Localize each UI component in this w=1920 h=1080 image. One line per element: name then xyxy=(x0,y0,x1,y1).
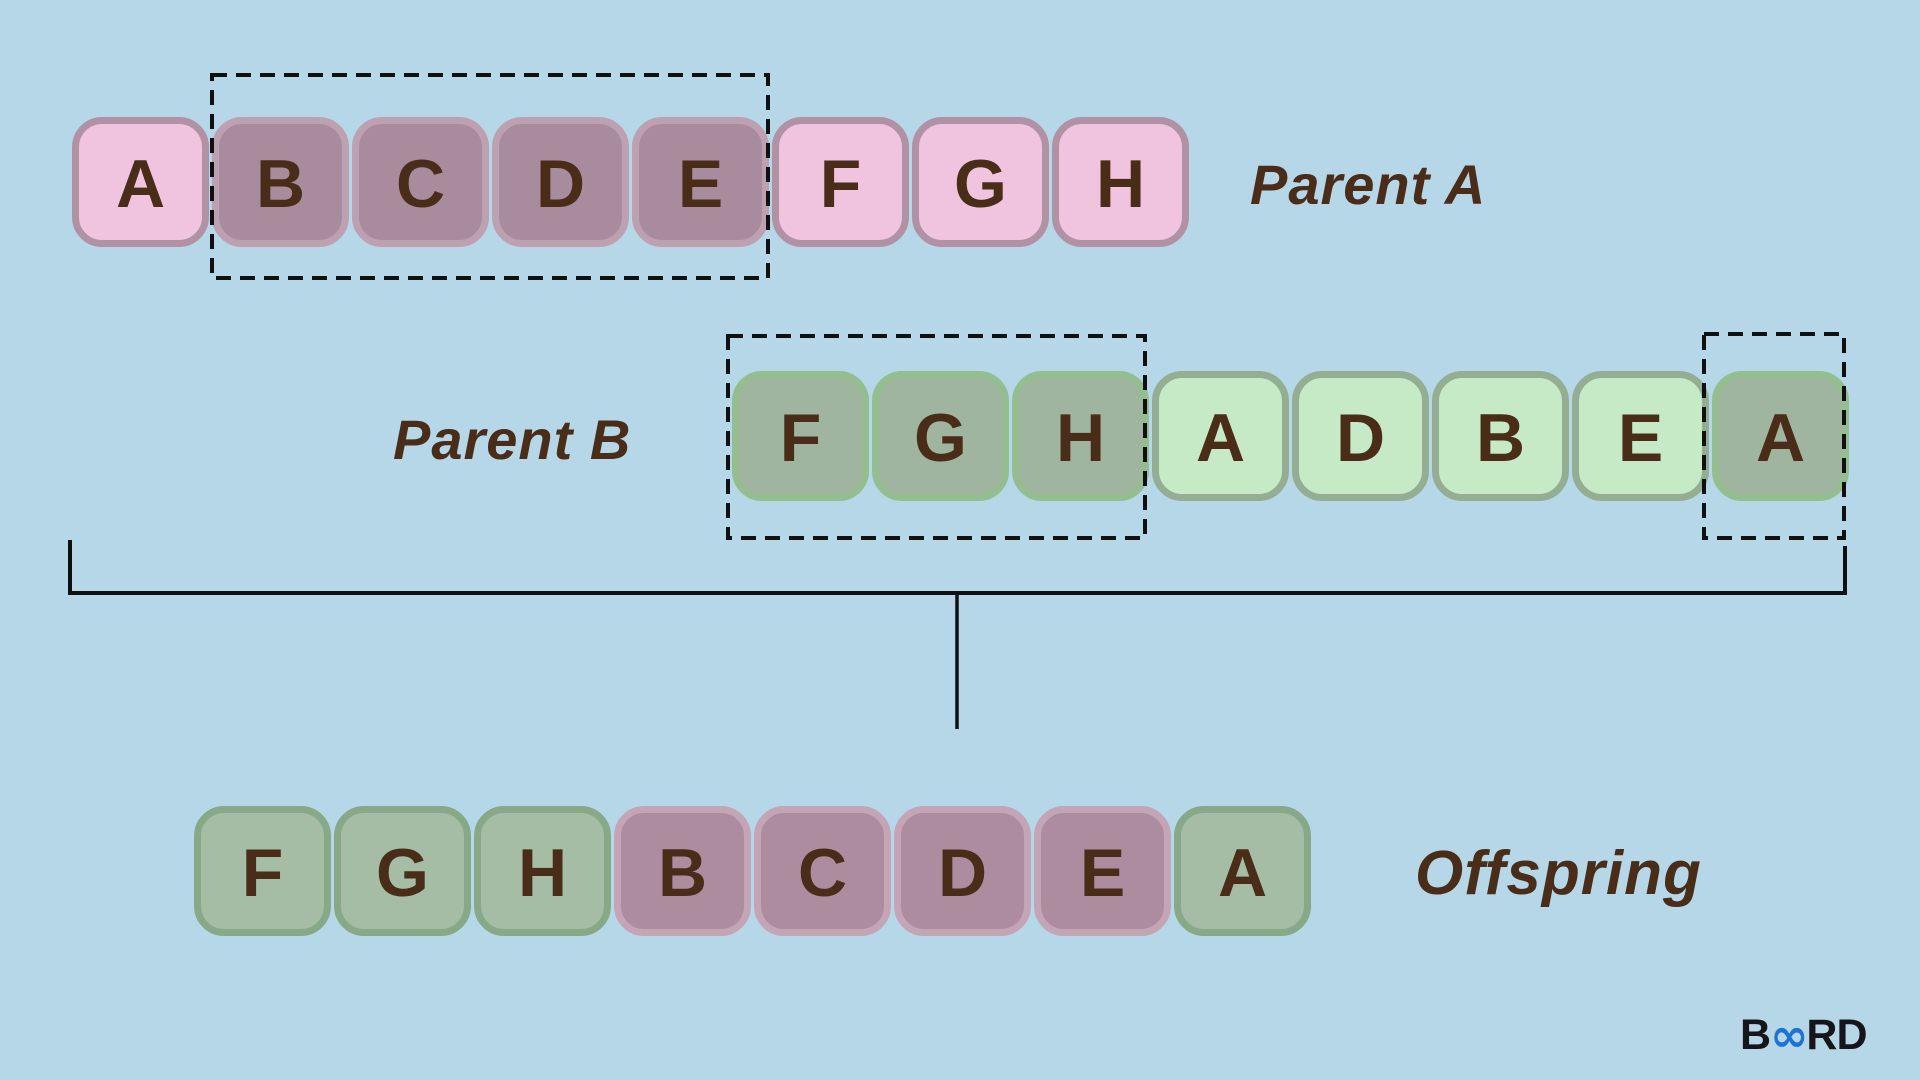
logo-text-b: B xyxy=(1740,1011,1771,1059)
tile-letter: E xyxy=(1617,400,1664,476)
parent-b-tile-H: H xyxy=(1012,371,1149,501)
parent-b-tile-D: D xyxy=(1292,371,1429,501)
parent-a-tile-B: B xyxy=(212,117,349,247)
logo-text-rd: RD xyxy=(1806,1011,1867,1059)
parent-b-tile-B: B xyxy=(1432,371,1569,501)
parent-b-tile-G: G xyxy=(872,371,1009,501)
offspring-tile-H: H xyxy=(474,806,611,936)
parent-b-label: Parent B xyxy=(393,408,632,471)
tile-letter: F xyxy=(241,835,284,911)
tile-letter: D xyxy=(937,835,988,911)
parent-a-tile-G: G xyxy=(912,117,1049,247)
tile-letter: G xyxy=(914,400,967,476)
tile-letter: F xyxy=(779,400,822,476)
tile-letter: G xyxy=(376,835,429,911)
parent-a-tile-H: H xyxy=(1052,117,1189,247)
infinity-icon: ∞ xyxy=(1770,1008,1808,1062)
parents-bracket-line xyxy=(68,540,1847,595)
parent-a-label: Parent A xyxy=(1250,153,1487,216)
offspring-tile-G: G xyxy=(334,806,471,936)
tile-letter: A xyxy=(115,146,166,222)
offspring-tile-F: F xyxy=(194,806,331,936)
tile-letter: C xyxy=(395,146,446,222)
tile-letter: E xyxy=(677,146,724,222)
tile-letter: D xyxy=(535,146,586,222)
offspring-tile-B: B xyxy=(614,806,751,936)
parent-a-tile-A: A xyxy=(72,117,209,247)
tile-letter: C xyxy=(797,835,848,911)
tile-letter: A xyxy=(1195,400,1246,476)
tile-letter: D xyxy=(1335,400,1386,476)
parent-a-tile-F: F xyxy=(772,117,909,247)
tile-letter: A xyxy=(1755,400,1806,476)
offspring-label: Offspring xyxy=(1415,839,1702,908)
tile-letter: B xyxy=(1475,400,1526,476)
tile-letter: H xyxy=(1095,146,1146,222)
parent-a-tile-C: C xyxy=(352,117,489,247)
tile-letter: H xyxy=(1055,400,1106,476)
parent-b-tile-F: F xyxy=(732,371,869,501)
offspring-tile-E: E xyxy=(1034,806,1171,936)
tile-letter: E xyxy=(1079,835,1126,911)
tile-letter: B xyxy=(255,146,306,222)
tile-letter: A xyxy=(1217,835,1268,911)
offspring-tile-C: C xyxy=(754,806,891,936)
tile-letter: B xyxy=(657,835,708,911)
board-logo: B∞RD xyxy=(1740,1011,1868,1059)
parent-a-tile-E: E xyxy=(632,117,769,247)
parent-b-tile-E: E xyxy=(1572,371,1709,501)
offspring-tile-D: D xyxy=(894,806,1031,936)
tile-letter: F xyxy=(819,146,862,222)
tile-letter: G xyxy=(954,146,1007,222)
parent-a-tile-D: D xyxy=(492,117,629,247)
parent-b-tile-A: A xyxy=(1152,371,1289,501)
parent-b-tile-A: A xyxy=(1712,371,1849,501)
offspring-tile-A: A xyxy=(1174,806,1311,936)
tile-letter: H xyxy=(517,835,568,911)
parent-a-tile-row: A B C D E F G H xyxy=(72,117,1189,247)
